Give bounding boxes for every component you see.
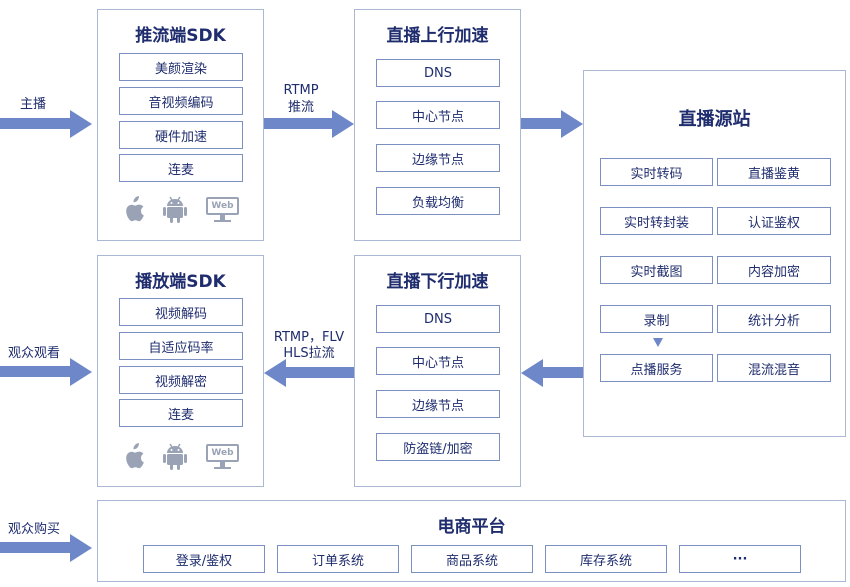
play-sdk-item-co-host: 连麦	[119, 399, 243, 427]
downstream-panel: 直播下行加速 DNS 中心节点 边缘节点 防盗链/加密	[354, 255, 521, 487]
web-icon: Web	[206, 197, 239, 223]
play-sdk-item-decode: 视频解码	[119, 298, 243, 326]
viewer-buy-label: 观众购买	[8, 522, 61, 537]
android-icon	[163, 443, 187, 470]
origin-panel: 直播源站 实时转码 直播鉴黄 实时转封装 认证鉴权 实时截图 内容加密 录制 统…	[583, 70, 846, 437]
upstream-item-load-balance: 负载均衡	[376, 187, 500, 215]
ecommerce-item-more: ···	[679, 545, 801, 573]
origin-item-content-encrypt: 内容加密	[717, 256, 831, 284]
origin-item-porn-detection: 直播鉴黄	[717, 158, 831, 186]
origin-item-record: 录制	[600, 305, 713, 333]
origin-item-vod-service: 点播服务	[600, 354, 713, 382]
ecommerce-item-login: 登录/鉴权	[143, 545, 265, 573]
push-sdk-item-av-encode: 音视频编码	[119, 87, 243, 115]
ecommerce-item-orders: 订单系统	[277, 545, 399, 573]
play-sdk-title: 播放端SDK	[135, 272, 226, 292]
broadcaster-label: 主播	[20, 97, 47, 112]
push-sdk-panel: 推流端SDK 美颜渲染 音视频编码 硬件加速 连麦 Web	[97, 9, 264, 241]
origin-title: 直播源站	[678, 109, 751, 130]
push-protocol-label-2: 推流	[287, 100, 314, 115]
downstream-item-edge-node: 边缘节点	[376, 390, 500, 418]
origin-item-realtime-transcode: 实时转码	[600, 158, 713, 186]
downstream-item-center-node: 中心节点	[376, 347, 500, 375]
play-sdk-item-abr: 自适应码率	[119, 332, 243, 360]
play-sdk-item-decrypt: 视频解密	[119, 366, 243, 394]
play-sdk-panel: 播放端SDK 视频解码 自适应码率 视频解密 连麦 Web	[97, 255, 264, 487]
ecommerce-title: 电商平台	[437, 517, 506, 537]
ecommerce-item-products: 商品系统	[411, 545, 533, 573]
origin-item-statistics: 统计分析	[717, 305, 831, 333]
push-sdk-item-hw-accel: 硬件加速	[119, 121, 243, 149]
push-sdk-item-beauty: 美颜渲染	[119, 53, 243, 81]
origin-item-stream-mix: 混流混音	[717, 354, 831, 382]
viewer-watch-arrow	[0, 358, 92, 386]
downstream-item-hotlink-encrypt: 防盗链/加密	[376, 433, 500, 461]
ecommerce-panel: 电商平台 登录/鉴权 订单系统 商品系统 库存系统 ···	[97, 500, 846, 582]
upstream-panel: 直播上行加速 DNS 中心节点 边缘节点 负载均衡	[354, 9, 521, 241]
origin-item-auth: 认证鉴权	[717, 207, 831, 235]
pull-arrow	[264, 359, 354, 387]
apple-icon	[126, 443, 144, 469]
push-sdk-title: 推流端SDK	[135, 26, 226, 46]
upstream-item-dns: DNS	[376, 59, 500, 87]
upstream-item-edge-node: 边缘节点	[376, 144, 500, 172]
origin-item-realtime-remux: 实时转封装	[600, 207, 713, 235]
web-icon-screen: Web	[206, 444, 239, 462]
push-sdk-item-co-host: 连麦	[119, 154, 243, 182]
origin-to-downstream-arrow	[521, 359, 583, 387]
upstream-title: 直播上行加速	[386, 26, 489, 46]
android-icon	[163, 196, 187, 223]
viewer-buy-arrow	[0, 534, 92, 562]
web-icon: Web	[206, 444, 239, 470]
web-icon-screen: Web	[206, 197, 239, 215]
origin-item-screenshot: 实时截图	[600, 256, 713, 284]
pull-protocol-label-1: RTMP，FLV	[273, 330, 345, 345]
upstream-item-center-node: 中心节点	[376, 101, 500, 129]
record-to-vod-arrow	[653, 338, 663, 347]
broadcaster-arrow	[0, 110, 92, 138]
upstream-to-origin-arrow	[521, 110, 583, 138]
apple-icon	[126, 196, 144, 222]
ecommerce-item-inventory: 库存系统	[545, 545, 667, 573]
downstream-title: 直播下行加速	[386, 272, 489, 292]
viewer-watch-label: 观众观看	[8, 346, 61, 361]
push-arrow	[264, 110, 354, 138]
push-protocol-label-1: RTMP	[283, 83, 319, 98]
downstream-item-dns: DNS	[376, 305, 500, 333]
pull-protocol-label-2: HLS拉流	[283, 346, 335, 361]
